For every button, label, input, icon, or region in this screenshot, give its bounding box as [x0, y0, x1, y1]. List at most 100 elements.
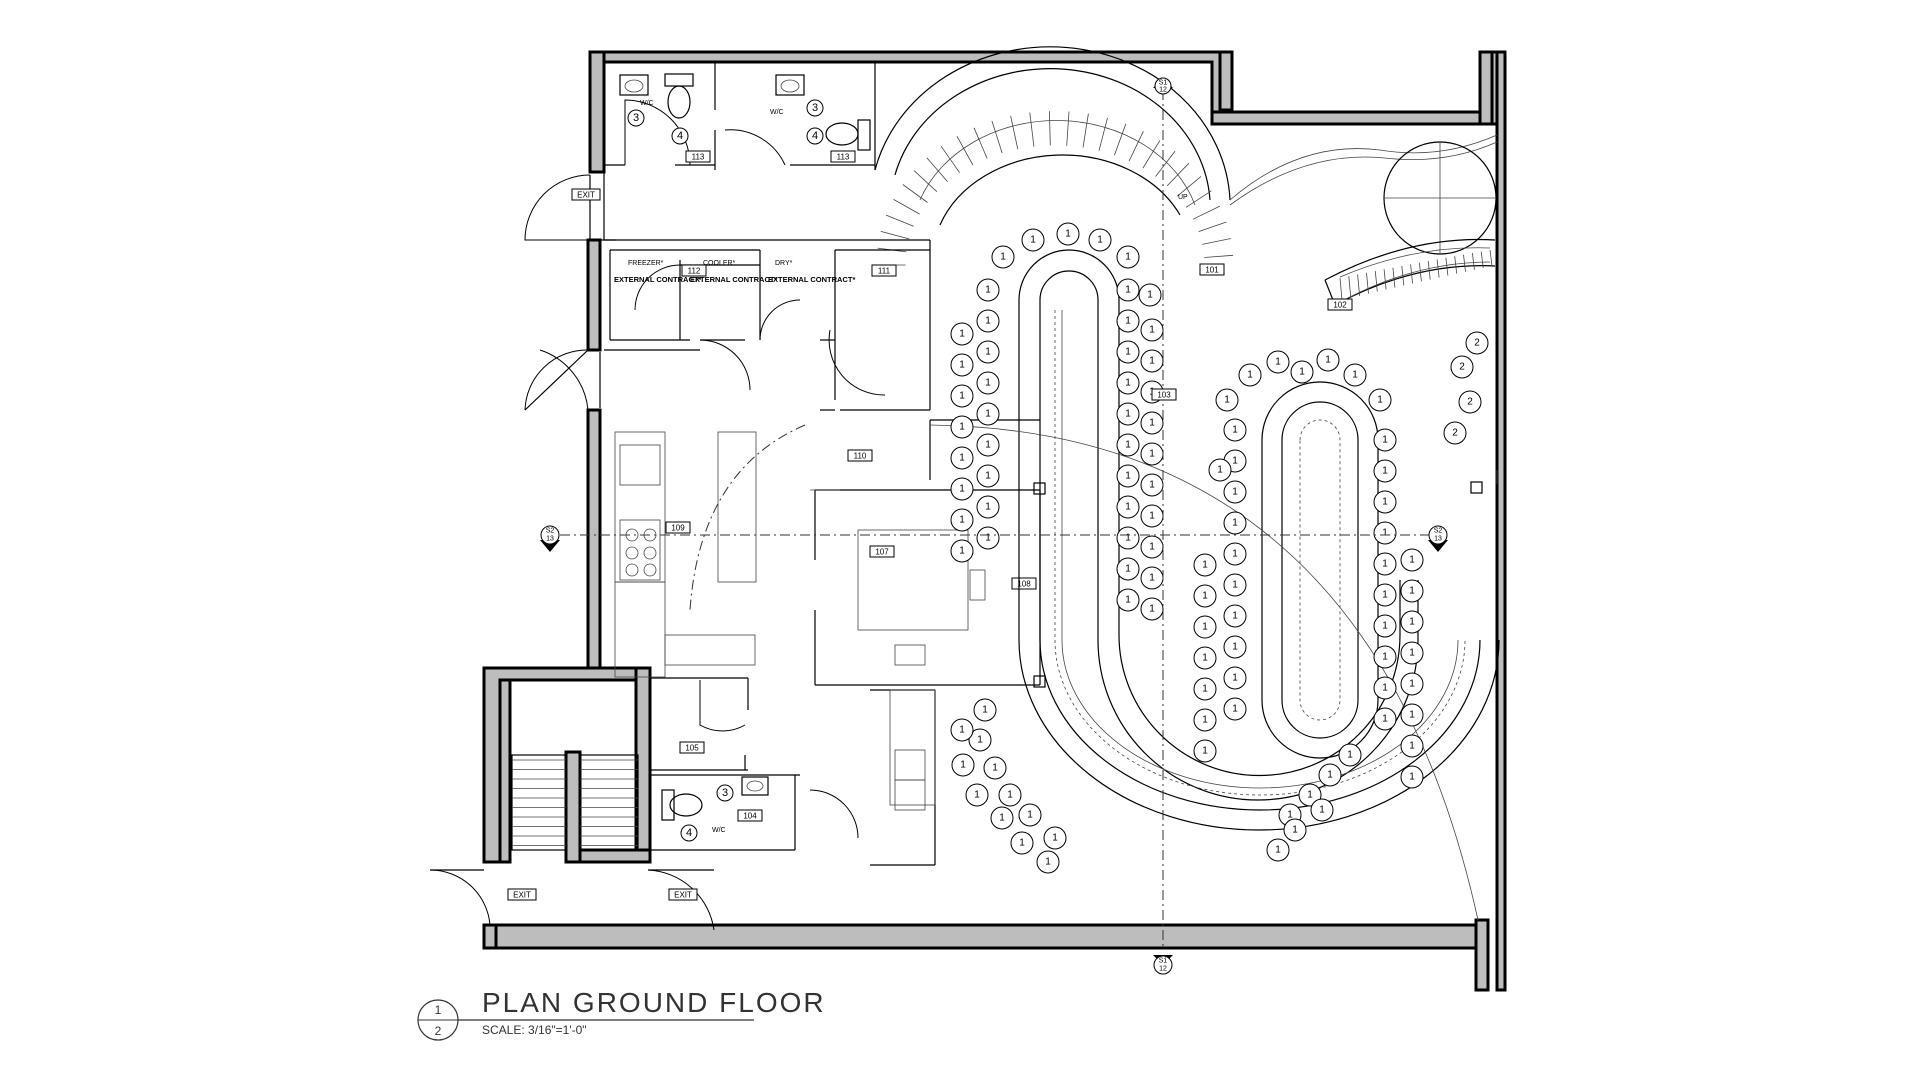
stool-seat: 1: [1021, 228, 1045, 252]
stool-seat: 1: [1316, 348, 1340, 372]
svg-text:1: 1: [1149, 573, 1155, 584]
svg-text:2: 2: [1452, 428, 1458, 439]
svg-text:4: 4: [677, 130, 683, 142]
stool-seat: 1: [1373, 521, 1397, 545]
stool-seat: 1: [1116, 402, 1140, 426]
svg-text:1: 1: [959, 546, 965, 557]
svg-text:112: 112: [688, 267, 701, 276]
svg-text:1: 1: [959, 453, 965, 464]
stool-seat: 1: [950, 539, 974, 563]
counter-loop-2: [1261, 381, 1379, 759]
svg-text:1: 1: [959, 725, 965, 736]
svg-text:110: 110: [854, 452, 867, 461]
svg-text:1: 1: [1409, 710, 1415, 721]
stair-up-label: UP: [1178, 194, 1188, 201]
svg-text:12: 12: [1159, 87, 1167, 94]
stair-treads: [876, 111, 1234, 266]
svg-text:1: 1: [1202, 622, 1208, 633]
wc-label-2: W/C: [640, 100, 654, 107]
svg-text:1: 1: [1409, 617, 1415, 628]
svg-text:1: 1: [1307, 790, 1313, 801]
svg-text:13: 13: [1434, 536, 1442, 543]
bench-slat: [1374, 271, 1378, 292]
stool-seat: 1: [1193, 615, 1217, 639]
bench-slat: [1427, 260, 1431, 280]
svg-text:1: 1: [1232, 425, 1238, 436]
svg-text:S2: S2: [1434, 528, 1443, 535]
svg-text:1: 1: [1125, 378, 1131, 389]
bench-slat: [1480, 251, 1484, 268]
svg-text:S2: S2: [546, 528, 555, 535]
stool-seat: 1: [1223, 697, 1247, 721]
stair-tread: [1049, 111, 1051, 146]
stair-tread: [1202, 238, 1231, 245]
svg-text:1: 1: [1382, 559, 1388, 570]
svg-text:1: 1: [1125, 502, 1131, 513]
svg-text:3: 3: [633, 112, 639, 124]
wall-outlines: [599, 124, 1498, 920]
label-freezer: FREEZER*: [628, 260, 664, 267]
svg-text:1: 1: [982, 705, 988, 716]
stair-tread: [956, 136, 974, 166]
room-tag-113b: 113: [830, 150, 856, 163]
fixture-tag-4b: 4: [806, 127, 824, 145]
svg-text:108: 108: [1017, 580, 1031, 589]
bench-slat: [1463, 254, 1466, 272]
stool-seat: 1: [1140, 473, 1164, 497]
svg-text:1: 1: [1019, 838, 1025, 849]
section-marker-bottom: S1 12: [1153, 955, 1173, 975]
label-external-contract-2: EXTERNAL CONTRACT*: [690, 275, 777, 284]
round-feature: [1383, 141, 1497, 255]
svg-text:1: 1: [1409, 555, 1415, 566]
bench-slat: [1348, 276, 1352, 298]
stool-seat: 1: [1343, 363, 1367, 387]
svg-text:S1: S1: [1159, 958, 1168, 965]
stool-seat: 1: [950, 322, 974, 346]
stair-tread: [880, 231, 910, 240]
sweep-arc: [929, 424, 1479, 921]
svg-text:1: 1: [1275, 845, 1281, 856]
exit-tag-bottom-mid: EXIT: [668, 888, 698, 901]
svg-text:1: 1: [1299, 367, 1305, 378]
fixture-tag-4c: 4: [680, 824, 698, 842]
svg-text:1: 1: [1382, 497, 1388, 508]
stool-seat: 1: [1140, 442, 1164, 466]
stool-seat: 1: [1283, 818, 1307, 842]
stool-seat: 1: [965, 783, 989, 807]
stair-tread: [1066, 111, 1070, 146]
stool-seat: 1: [1140, 566, 1164, 590]
svg-text:1: 1: [985, 378, 991, 389]
svg-text:109: 109: [671, 524, 685, 533]
svg-text:1: 1: [959, 391, 965, 402]
stool-seat: 1: [1208, 458, 1232, 482]
svg-text:1: 1: [985, 533, 991, 544]
stool-seat: 1: [1140, 411, 1164, 435]
svg-text:1: 1: [1409, 586, 1415, 597]
stool-seat: 1: [1036, 850, 1060, 874]
stool-seat: 1: [1298, 783, 1322, 807]
room-tag-105: 105: [679, 741, 705, 754]
svg-text:1: 1: [1149, 604, 1155, 615]
svg-text:1: 1: [1247, 370, 1253, 381]
stool-seat-type-2: 2: [1458, 390, 1482, 414]
svg-text:1: 1: [1147, 290, 1153, 301]
svg-text:1: 1: [1125, 285, 1131, 296]
stool-seat: 1: [1193, 584, 1217, 608]
stool-seat: 1: [1140, 349, 1164, 373]
svg-text:1: 1: [1125, 347, 1131, 358]
svg-text:EXIT: EXIT: [674, 891, 692, 900]
svg-text:3: 3: [812, 102, 818, 114]
svg-text:1: 1: [1000, 252, 1006, 263]
stool-seat: 1: [998, 783, 1022, 807]
stool-seat: 1: [968, 728, 992, 752]
svg-text:1: 1: [1382, 590, 1388, 601]
stool-seat: 1: [1373, 552, 1397, 576]
svg-text:2: 2: [1459, 362, 1465, 373]
stool-seat: 1: [1116, 588, 1140, 612]
bench-slat: [1401, 265, 1405, 286]
section-marker-right: S2 13: [1428, 525, 1448, 552]
plan-scale: SCALE: 3/16"=1'-0": [482, 1023, 587, 1037]
stool-seat: 1: [950, 718, 974, 742]
svg-text:1: 1: [1125, 440, 1131, 451]
column-3: [1470, 481, 1483, 494]
